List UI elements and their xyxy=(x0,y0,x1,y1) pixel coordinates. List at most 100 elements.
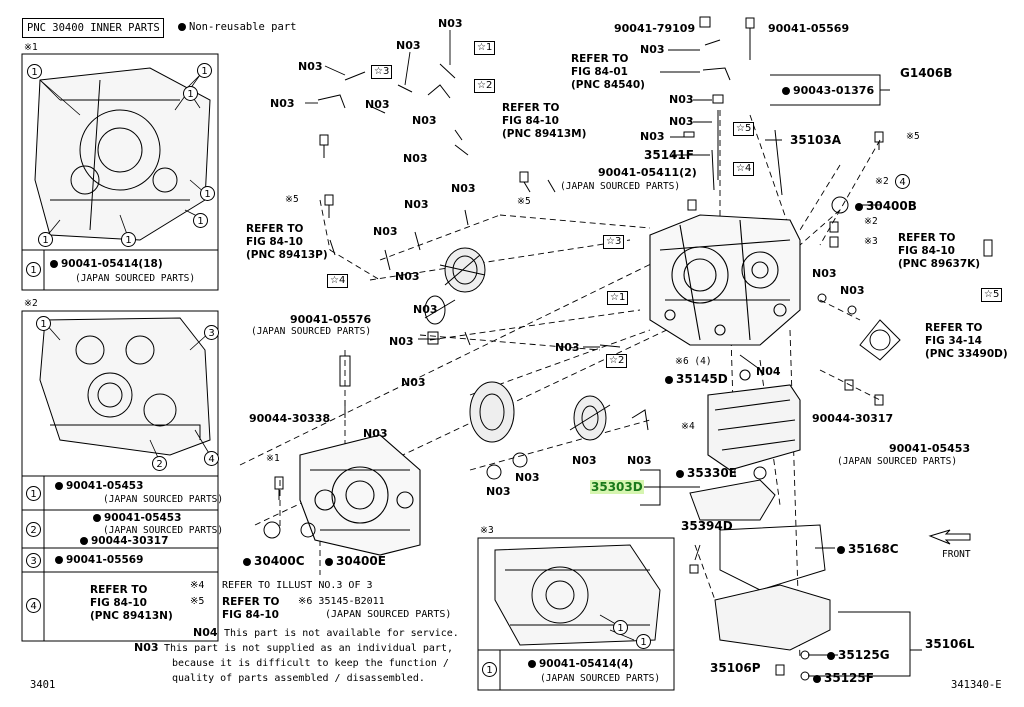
panel1-callout-1a: 1 xyxy=(27,64,42,79)
n03-label: N03 xyxy=(373,225,398,238)
panel1-callout-1d: 1 xyxy=(200,186,215,201)
panel2-row4-ref-a: REFER TO xyxy=(90,584,148,596)
n03-label: N03 xyxy=(555,341,580,354)
panel3-table xyxy=(477,649,675,691)
part-35145D: 35145D xyxy=(665,373,728,385)
n03-label: N03 xyxy=(395,270,420,283)
n03-label: N03 xyxy=(396,39,421,52)
panel2-mark: ※2 xyxy=(24,298,38,309)
boxed-ref-1: ☆1 xyxy=(474,41,496,55)
oil-strainer xyxy=(689,479,776,521)
panel3-case xyxy=(494,544,661,646)
panel2-row1-part: 90041-05453 xyxy=(55,481,143,492)
panel1-row-part: 90041-05414(18) xyxy=(50,259,163,270)
part-90041-05411: 90041-05411(2) xyxy=(598,166,697,179)
part-30400B: 30400B xyxy=(855,200,917,212)
part-90041-79109: 90041-79109 xyxy=(614,22,696,35)
panel3-row-sub: (JAPAN SOURCED PARTS) xyxy=(540,673,661,684)
part-35125F: 35125F xyxy=(813,672,874,684)
panel2-row4-ref-c: (PNC 89413N) xyxy=(90,610,173,622)
n03-label: N03 xyxy=(812,267,837,280)
panel3-row-part: 90041-05414(4) xyxy=(528,659,633,670)
n03-label: N03 xyxy=(669,115,694,128)
boxed-ref-1b: ☆1 xyxy=(607,291,629,305)
ring-1 xyxy=(486,464,502,480)
part-90043-01376: 90043-01376 xyxy=(782,85,874,97)
panel1-case xyxy=(34,67,211,241)
boxed-ref-2: ☆2 xyxy=(474,79,496,93)
mark-5: ※5 xyxy=(517,196,531,207)
part-90041-05569: 90041-05569 xyxy=(768,22,850,35)
part-35106L: 35106L xyxy=(925,637,975,651)
panel2-callout-4: 4 xyxy=(204,451,219,466)
panel2-callout-3: 3 xyxy=(204,325,219,340)
part-35141F: 35141F xyxy=(644,148,694,162)
ref-89413P-c: (PNC 89413P) xyxy=(246,249,328,261)
panel1-row-sub: (JAPAN SOURCED PARTS) xyxy=(75,273,196,284)
ref-84540-c: (PNC 84540) xyxy=(571,79,645,91)
n03-label: N03 xyxy=(413,303,438,316)
part-90041-05576-sub: (JAPAN SOURCED PARTS) xyxy=(251,326,372,337)
panel1-row-callout: 1 xyxy=(26,262,41,277)
transaxle-case xyxy=(649,214,801,346)
part-35330E: 35330E xyxy=(676,467,737,479)
panel1-callout-1e: 1 xyxy=(193,213,208,228)
ref-89413M-a: REFER TO xyxy=(502,102,560,114)
part-35303D-highlight[interactable]: 35303D xyxy=(590,480,644,494)
panel2-row2-part: 90041-05453 xyxy=(93,513,181,524)
boxed-ref-2b: ☆2 xyxy=(606,354,628,368)
mark-3: ※3 xyxy=(864,236,878,247)
panel2-row4-callout: 4 xyxy=(26,598,41,613)
part-90041-05453: 90041-05453 xyxy=(889,442,971,455)
n03-label: N03 xyxy=(438,17,463,30)
valve-body xyxy=(707,369,801,471)
boxed-ref-5b: ☆5 xyxy=(981,288,1003,302)
part-35103A: 35103A xyxy=(790,133,842,147)
part-30400E: 30400E xyxy=(325,555,386,567)
panel2-row2-part2: 90044-30317 xyxy=(80,536,168,547)
ref-89413P-b: FIG 84-10 xyxy=(246,236,303,248)
note4-mark: ※4 xyxy=(190,580,205,591)
note5-b: FIG 84-10 xyxy=(222,609,279,621)
panel2-row2-sub: (JAPAN SOURCED PARTS) xyxy=(103,525,224,536)
pnc-title-box xyxy=(22,18,164,38)
n03-label: N03 xyxy=(486,485,511,498)
note-n03-l2: because it is difficult to keep the func… xyxy=(172,658,449,669)
n03-label: N03 xyxy=(270,97,295,110)
n03-label: N03 xyxy=(401,376,426,389)
note6-text: ※6 35145-B2011 xyxy=(298,596,385,607)
boxed-ref-3: ☆3 xyxy=(371,65,393,79)
mark-1: ※1 xyxy=(266,453,280,464)
part-90041-05576: 90041-05576 xyxy=(290,313,372,326)
n03-label: N03 xyxy=(840,284,865,297)
part-30400C: 30400C xyxy=(243,555,305,567)
note4-text: REFER TO ILLUST NO.3 OF 3 xyxy=(222,580,373,591)
ring-2 xyxy=(512,452,528,468)
oil-seal-30400C xyxy=(263,521,281,539)
n03-label: N03 xyxy=(389,335,414,348)
n04-label: N04 xyxy=(756,365,781,378)
gear-3 xyxy=(569,395,611,441)
panel2-callout-2: 2 xyxy=(152,456,167,471)
pan-gasket xyxy=(719,524,826,591)
panel2-row1-sub: (JAPAN SOURCED PARTS) xyxy=(103,494,224,505)
n03-label: N03 xyxy=(451,182,476,195)
part-35303D[interactable]: 35303D xyxy=(590,480,644,494)
footer-left: 3401 xyxy=(30,679,56,691)
part-90041-05453-sub: (JAPAN SOURCED PARTS) xyxy=(837,456,958,467)
oil-seal-30400E xyxy=(300,522,316,538)
boxed-ref-4: ☆4 xyxy=(733,162,755,176)
ref-89637K-c: (PNC 89637K) xyxy=(898,258,981,270)
note-n03-l3: quality of parts assembled / disassemble… xyxy=(172,673,425,684)
front-arrow xyxy=(928,529,971,545)
panel1-callout-1g: 1 xyxy=(121,232,136,247)
panel1-table xyxy=(21,249,219,291)
ref-84540-a: REFER TO xyxy=(571,53,629,65)
mark-4: ※4 xyxy=(681,421,695,432)
gear-2 xyxy=(469,381,515,443)
oil-pan xyxy=(714,584,831,651)
ref-89637K-a: REFER TO xyxy=(898,232,956,244)
part-G1406B: G1406B xyxy=(900,66,953,80)
panel1-callout-1f: 1 xyxy=(38,232,53,247)
part-35168C: 35168C xyxy=(837,543,899,555)
